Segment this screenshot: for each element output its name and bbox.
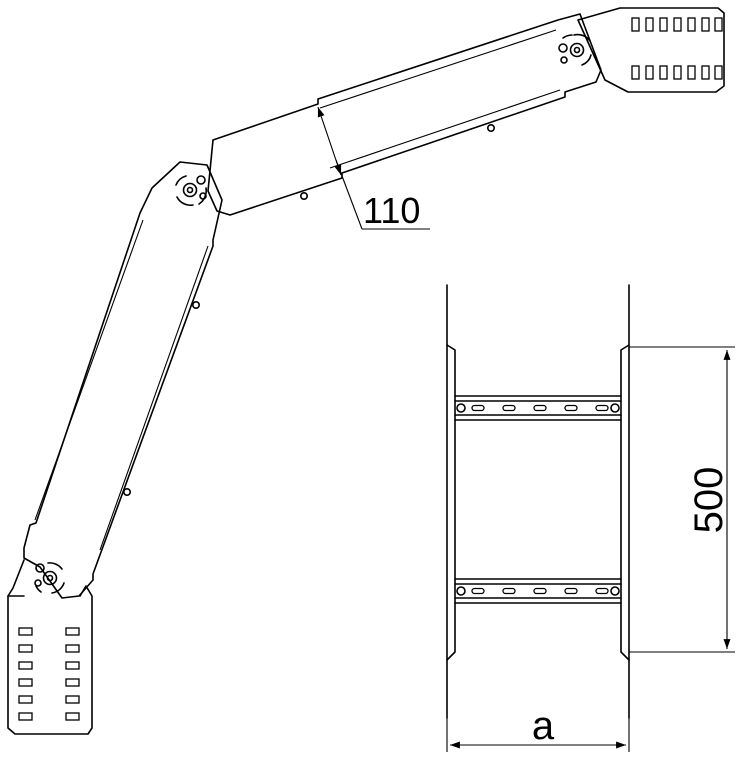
height-dimension: 500 (629, 346, 735, 653)
width-dimension-label: 110 (363, 190, 420, 231)
upper-arm (207, 13, 602, 216)
height-dimension-label: 500 (687, 467, 731, 534)
slot-column-right (65, 627, 80, 721)
end-connector-bottom-left (7, 559, 93, 735)
hinge-icon (558, 33, 592, 66)
slot-row-lower (631, 65, 723, 80)
slot-row-upper (631, 17, 723, 32)
slot-column-left (18, 627, 33, 721)
rung-lower (454, 578, 622, 604)
rung-upper (454, 395, 622, 421)
angle-element-view: 110 (7, 7, 725, 735)
span-dimension: a (446, 704, 630, 752)
hinge-icon (175, 175, 208, 207)
rivet-icon (192, 300, 201, 309)
rivet-icon (299, 192, 308, 201)
rivet-icon (486, 124, 495, 133)
ladder-plan-view: 500 a (446, 284, 735, 752)
width-dimension: 110 (317, 106, 430, 231)
span-dimension-label: a (532, 704, 555, 748)
end-connector-top-right (577, 7, 725, 93)
hinge-icon (34, 562, 65, 594)
rivet-icon (123, 487, 132, 496)
lower-arm (23, 161, 223, 599)
